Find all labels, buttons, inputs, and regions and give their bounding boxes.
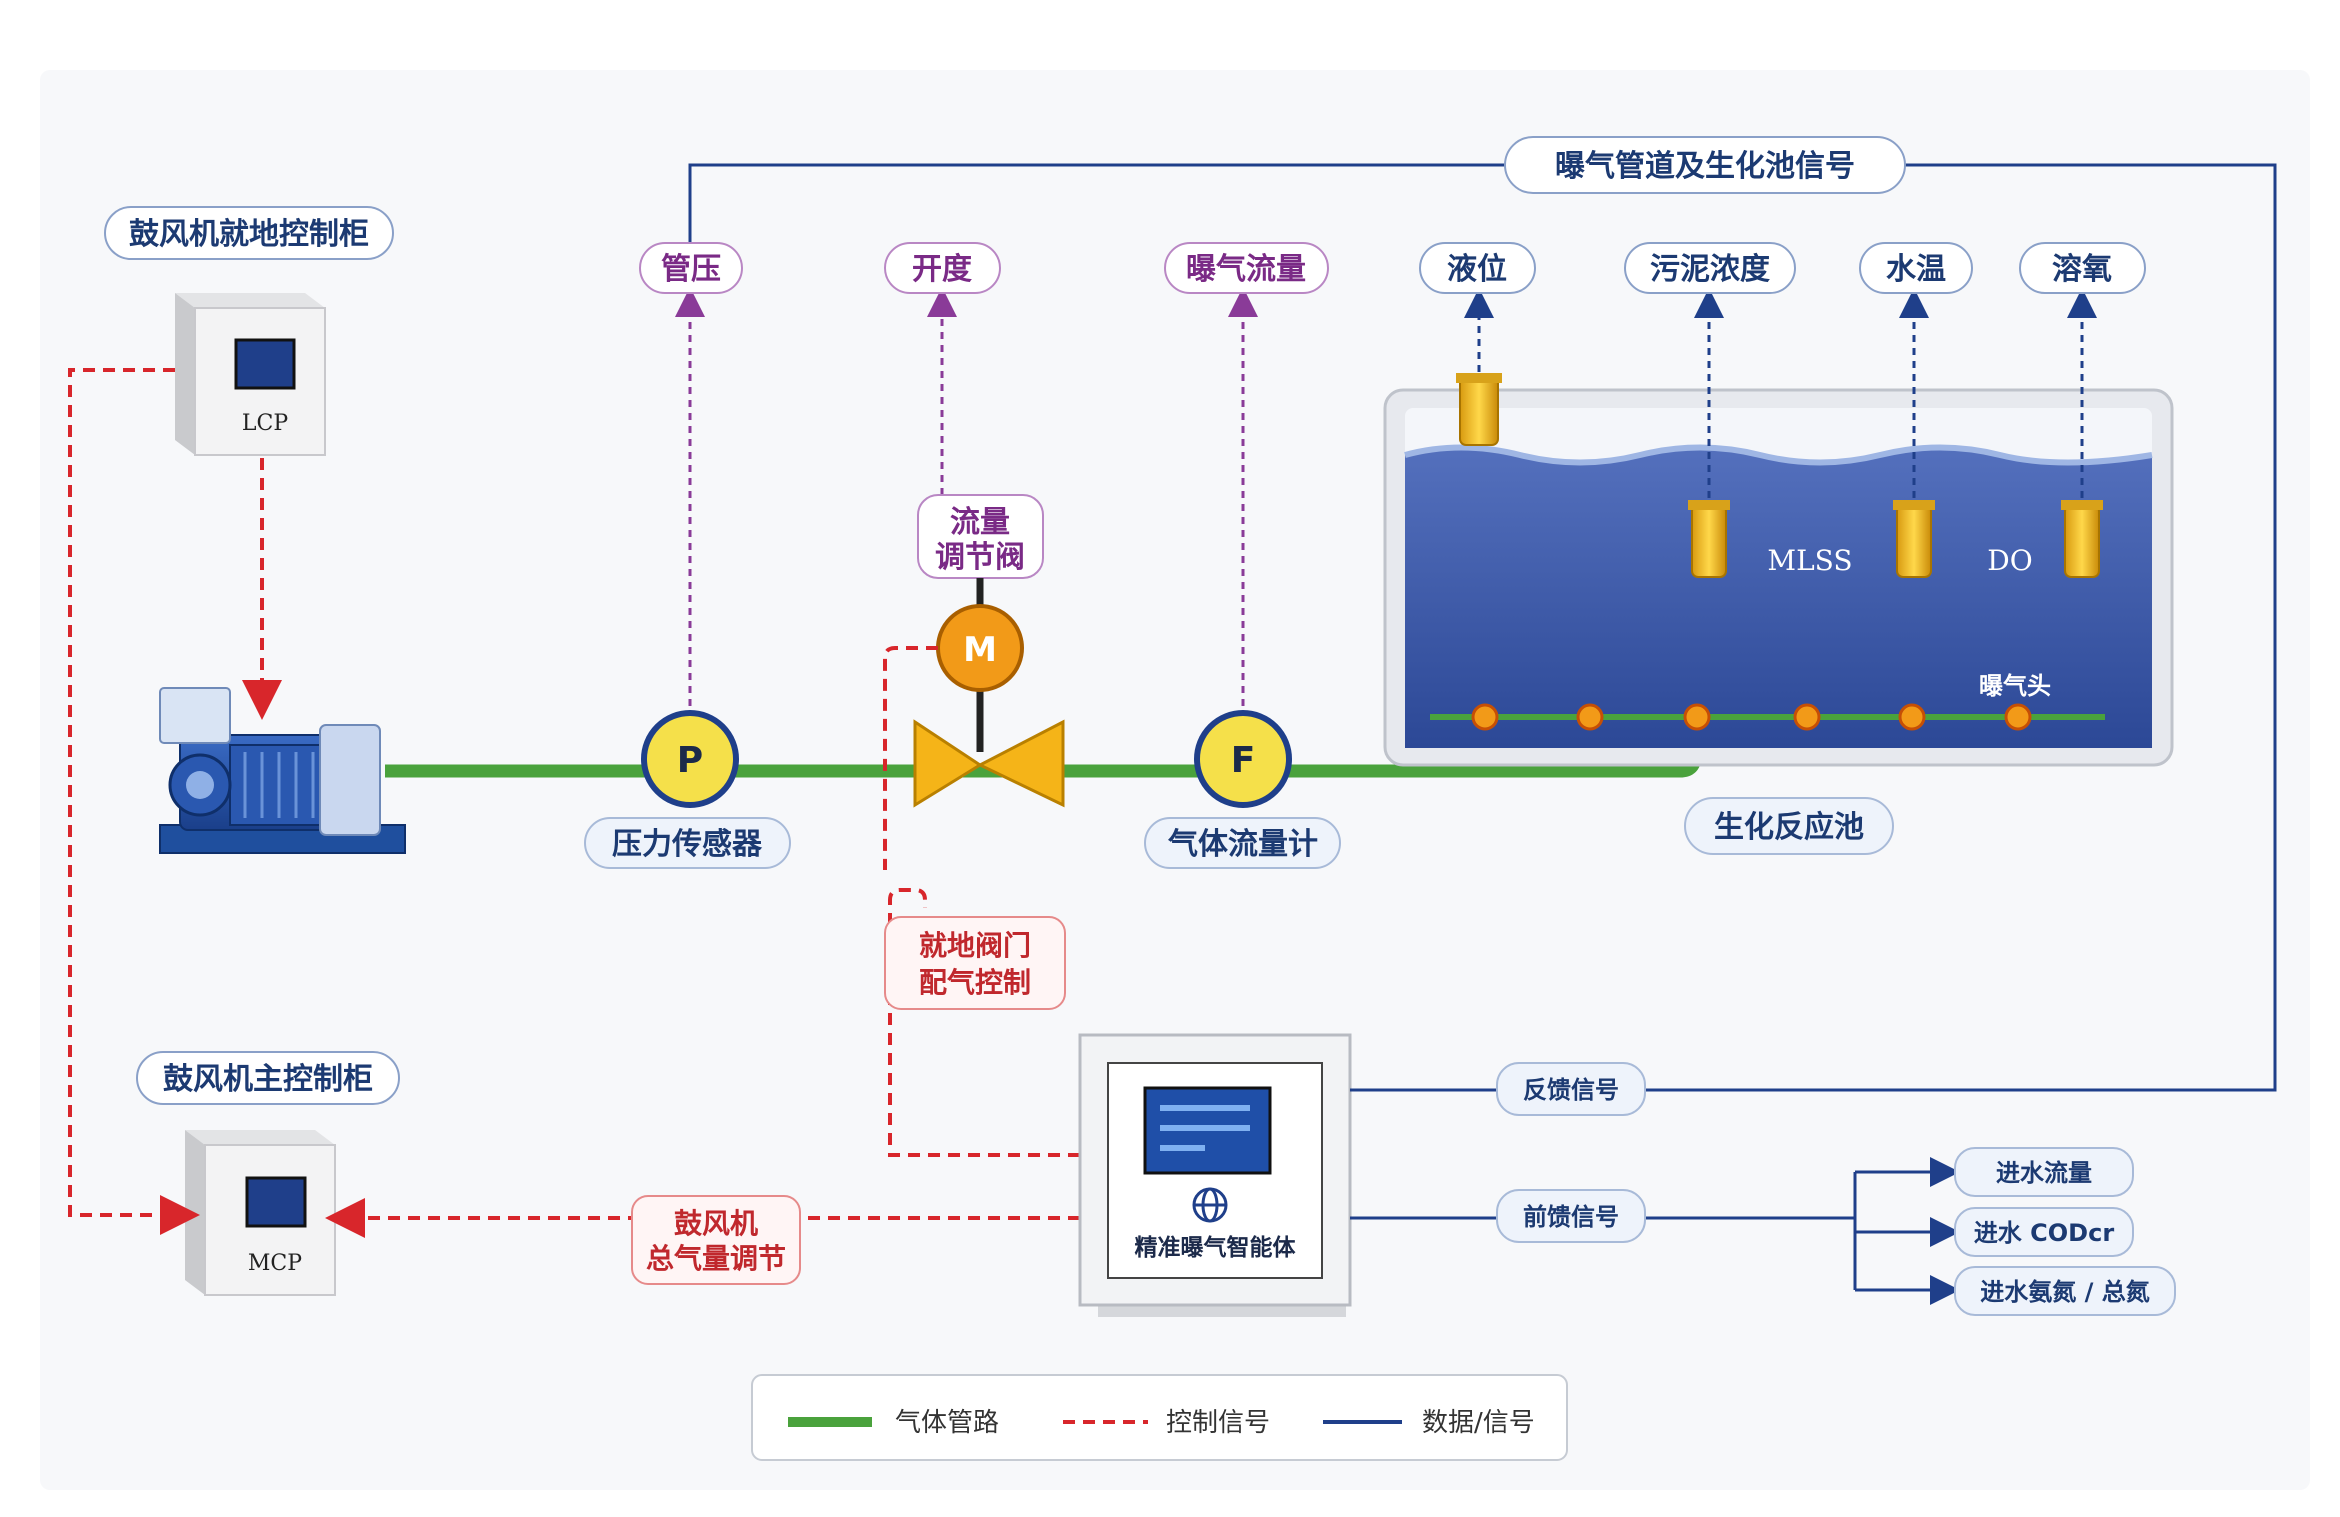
inflow-nitrogen-badge [1954, 1266, 2176, 1316]
legend-gas-text: 气体管路 [895, 1408, 999, 1438]
valve-motor[interactable]: M [936, 604, 1024, 692]
signal-loop-line [688, 163, 2277, 1092]
do-text: DO [1987, 544, 2032, 577]
temp-probe-icon[interactable] [1893, 500, 1935, 578]
mcp-cabinet[interactable]: MCP [185, 1130, 336, 1296]
pipe-pressure-text: 管压 [661, 252, 721, 287]
level-badge [1419, 242, 1536, 294]
valve-text-line2: 调节阀 [935, 540, 1025, 575]
lcp-title-text: 鼓风机就地控制柜 [129, 217, 369, 252]
flow-letter: F [1231, 740, 1256, 781]
diffuser-icon [1471, 703, 1499, 731]
mlss-probe-icon[interactable] [1688, 500, 1730, 578]
opening-badge [884, 242, 1001, 294]
inflow-cod-text: 进水 CODcr [1974, 1219, 2115, 1247]
temp-text: 水温 [1886, 252, 1946, 287]
do-badge [2019, 242, 2146, 294]
diffuser-icon [2004, 703, 2032, 731]
inflow-flow-text: 进水流量 [1996, 1159, 2092, 1187]
lcp-title-badge [104, 206, 394, 260]
diffuser-icon [1576, 703, 1604, 731]
opening-text: 开度 [912, 252, 972, 287]
diffuser-icon [1793, 703, 1821, 731]
pipe-pressure-badge [639, 242, 743, 294]
mlss-text: MLSS [1767, 544, 1852, 577]
local-valve-badge [884, 916, 1066, 1010]
pressure-letter: P [677, 740, 703, 781]
pressure-sensor[interactable]: P [641, 710, 739, 808]
level-text: 液位 [1447, 252, 1507, 287]
temp-badge [1859, 242, 1973, 294]
lcp-to-mcp-control-line [68, 368, 200, 1235]
agent-text: 精准曝气智能体 [1135, 1234, 1297, 1261]
gas-flowmeter[interactable]: F [1194, 710, 1292, 808]
aeration-agent-cabinet[interactable]: 精准曝气智能体 [1078, 1033, 1352, 1317]
bio-tank-text: 生化反应池 [1714, 810, 1864, 845]
aerator-text: 曝气头 [1979, 672, 2051, 700]
motor-control-line [883, 646, 938, 870]
signal-title-text: 曝气管道及生化池信号 [1555, 149, 1855, 184]
butterfly-valve-icon[interactable] [913, 719, 1065, 808]
mcp-title-badge [136, 1051, 400, 1105]
local-valve-text-line1: 就地阀门 [919, 929, 1031, 962]
globe-icon [1192, 1187, 1228, 1223]
lcp-screen-icon [234, 338, 296, 390]
signal-title-badge [1504, 136, 1906, 194]
blower-motor-icon[interactable] [159, 687, 406, 854]
valve-text-line1: 流量 [950, 505, 1010, 540]
motor-letter: M [963, 630, 997, 670]
mcp-screen-icon [245, 1176, 307, 1228]
gas-flowmeter-text: 气体流量计 [1168, 827, 1318, 862]
do-probe-icon[interactable] [2061, 500, 2103, 578]
sludge-badge [1624, 242, 1796, 294]
blower-total-text-line1: 鼓风机 [674, 1207, 758, 1240]
lcp-text: LCP [242, 411, 288, 436]
bio-tank-wave [1404, 444, 2153, 466]
aeration-flow-text: 曝气流量 [1186, 252, 1306, 287]
mcp-title-text: 鼓风机主控制柜 [163, 1062, 373, 1097]
bio-tank-badge [1684, 797, 1894, 855]
bio-tank-water [1405, 447, 2152, 748]
gas-flowmeter-badge [1144, 817, 1341, 869]
feedback-text: 反馈信号 [1523, 1076, 1619, 1104]
aeration-flow-badge [1164, 242, 1329, 294]
pressure-sensor-text: 压力传感器 [612, 827, 763, 862]
valve-control-line [888, 888, 1080, 1157]
legend-box [751, 1374, 1568, 1461]
legend-data-text: 数据/信号 [1422, 1408, 1535, 1438]
mcp-text: MCP [248, 1251, 302, 1276]
feedforward-text: 前馈信号 [1523, 1203, 1619, 1231]
lcp-cabinet[interactable]: LCP [175, 293, 326, 456]
blower-total-text-line2: 总气量调节 [646, 1242, 786, 1275]
diffuser-icon [1898, 703, 1926, 731]
diffuser-icon [1683, 703, 1711, 731]
do-badge-text: 溶氧 [2052, 252, 2112, 287]
legend-control-text: 控制信号 [1166, 1408, 1270, 1438]
sludge-text: 污泥浓度 [1650, 252, 1770, 287]
local-valve-text-line2: 配气控制 [919, 966, 1031, 999]
inflow-flow-badge [1954, 1147, 2134, 1197]
blower-total-badge [631, 1195, 801, 1285]
level-probe-icon[interactable] [1456, 373, 1502, 446]
inflow-nitrogen-text: 进水氨氮 / 总氮 [1980, 1278, 2149, 1306]
inflow-cod-badge [1954, 1207, 2134, 1257]
diffusers [1471, 703, 2032, 731]
pressure-sensor-badge [584, 817, 791, 869]
feedforward-badge [1496, 1189, 1646, 1243]
feedback-badge [1496, 1062, 1646, 1116]
